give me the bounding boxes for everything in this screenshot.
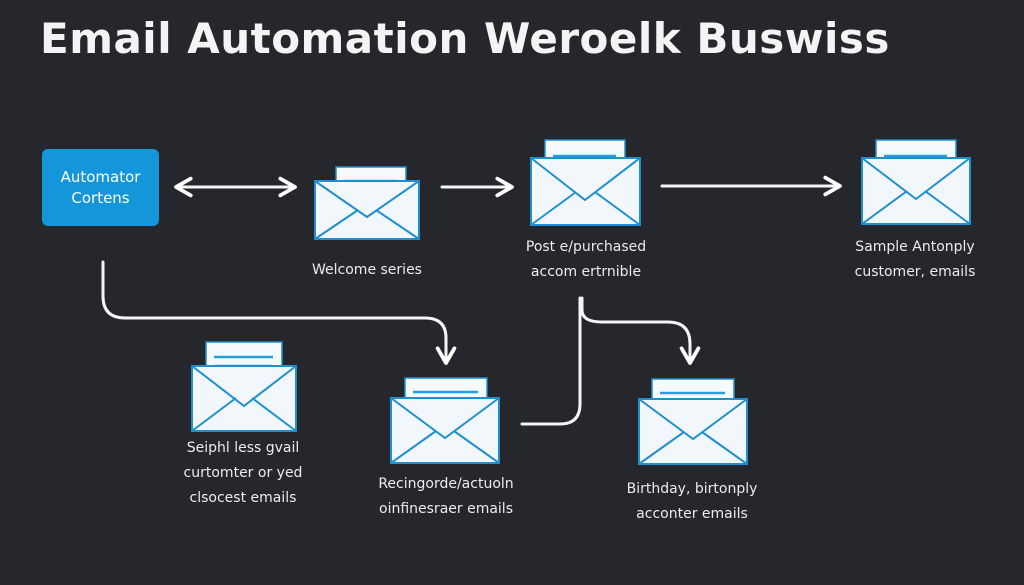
diagram-title: Email Automation Weroelk Buswiss — [40, 14, 890, 63]
sample-customer-label: Sample Antonply customer, emails — [854, 239, 976, 280]
start-node-line2: Cortens — [71, 188, 130, 207]
envelope-icon — [530, 139, 641, 226]
automator-start-node[interactable]: Automator Cortens — [42, 149, 159, 226]
envelope-icon — [638, 378, 748, 465]
welcome-series-label: Welcome series — [312, 262, 422, 278]
reengage-label: Recingorde/actuoln oinfinesraer emails — [378, 476, 514, 517]
arrow-post-purchase-to-birthday — [580, 296, 701, 365]
envelope-icon — [390, 377, 500, 464]
seiphl-label: Seiphl less gvail curtomter or yed clsoc… — [183, 440, 303, 506]
connector-reengage-to-post-purchase — [520, 296, 582, 426]
birthday-label: Birthday, birtonply acconter emails — [626, 481, 758, 522]
envelope-icon — [191, 341, 297, 432]
envelope-icon — [314, 166, 420, 240]
arrow-start-to-reengage — [101, 260, 457, 365]
envelope-icon — [861, 139, 971, 225]
start-node-line1: Automator — [60, 167, 141, 186]
post-purchase-label: Post e/purchased accom ertrnible — [525, 239, 647, 280]
